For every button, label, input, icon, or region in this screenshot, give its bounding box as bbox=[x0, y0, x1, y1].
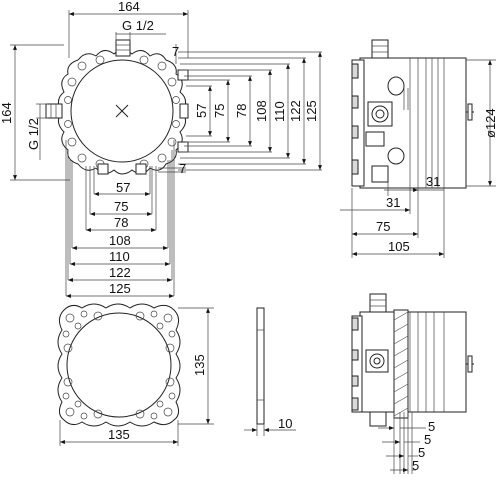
thin-section: 10 bbox=[244, 307, 296, 436]
front-body-outline bbox=[58, 49, 186, 175]
side-dim-105: 105 bbox=[388, 239, 410, 254]
front-vertical-dims: 7 57 75 78 108 110 122 125 bbox=[172, 44, 322, 171]
hdim-125: 125 bbox=[109, 281, 131, 296]
side-section-dims: 5 5 5 5 bbox=[378, 412, 435, 474]
dim-offset-top: 7 bbox=[172, 44, 179, 59]
hdim-122: 122 bbox=[109, 265, 131, 280]
vdim-75: 75 bbox=[212, 104, 227, 118]
vdim-57: 57 bbox=[194, 104, 209, 118]
side-dim-31a: 31 bbox=[426, 174, 440, 189]
dim-diameter: ø124 bbox=[466, 59, 498, 187]
hdim-57: 57 bbox=[116, 180, 130, 195]
dim-164-top: 164 bbox=[118, 0, 140, 14]
vdim-78: 78 bbox=[234, 104, 249, 118]
hdim-108: 108 bbox=[109, 233, 131, 248]
section-dim-5c: 5 bbox=[418, 445, 425, 460]
dim-height-164: 164 bbox=[0, 44, 70, 181]
front-horizontal-dims: 7 57 75 78 108 110 122 125 bbox=[65, 140, 186, 298]
plate-view bbox=[57, 303, 181, 427]
dim-thread-top-label: G 1/2 bbox=[122, 18, 154, 33]
front-main-circle bbox=[70, 59, 174, 163]
section-dim-5d: 5 bbox=[412, 458, 419, 473]
hdim-75: 75 bbox=[114, 199, 128, 214]
side-section bbox=[351, 293, 474, 427]
dim-thread-top: G 1/2 bbox=[115, 18, 166, 42]
section-dim-5b: 5 bbox=[424, 432, 431, 447]
thin-thickness-label: 10 bbox=[278, 416, 292, 431]
front-view bbox=[45, 39, 189, 175]
vdim-122: 122 bbox=[288, 100, 303, 122]
hdim-78: 78 bbox=[114, 215, 128, 230]
side-dim-75: 75 bbox=[376, 219, 390, 234]
dim-width-164: 164 bbox=[68, 0, 189, 58]
plate-dims: 135 135 bbox=[59, 307, 214, 446]
plate-dim-height: 135 bbox=[192, 354, 207, 376]
plate-dim-width: 135 bbox=[108, 427, 130, 442]
side-view bbox=[351, 39, 474, 189]
vdim-110: 110 bbox=[272, 101, 287, 122]
plate-hole bbox=[66, 312, 172, 418]
plate-outline bbox=[57, 303, 181, 427]
dim-diameter-label: ø124 bbox=[483, 108, 498, 138]
dim-offset-bottom: 7 bbox=[179, 161, 186, 176]
hdim-110: 110 bbox=[109, 249, 130, 264]
dim-thread-side: G 1/2 bbox=[26, 103, 48, 160]
vdim-125: 125 bbox=[304, 100, 319, 122]
dim-164-left: 164 bbox=[0, 102, 14, 124]
side-dim-31b: 31 bbox=[386, 195, 400, 210]
top-connection bbox=[115, 39, 131, 57]
dim-thread-side-label: G 1/2 bbox=[26, 118, 41, 150]
left-connection bbox=[45, 103, 63, 119]
section-dim-5a: 5 bbox=[428, 419, 435, 434]
plate-bolt-holes bbox=[62, 310, 176, 420]
side-dims: 31 31 75 105 bbox=[340, 174, 445, 258]
vdim-108: 108 bbox=[254, 100, 269, 122]
